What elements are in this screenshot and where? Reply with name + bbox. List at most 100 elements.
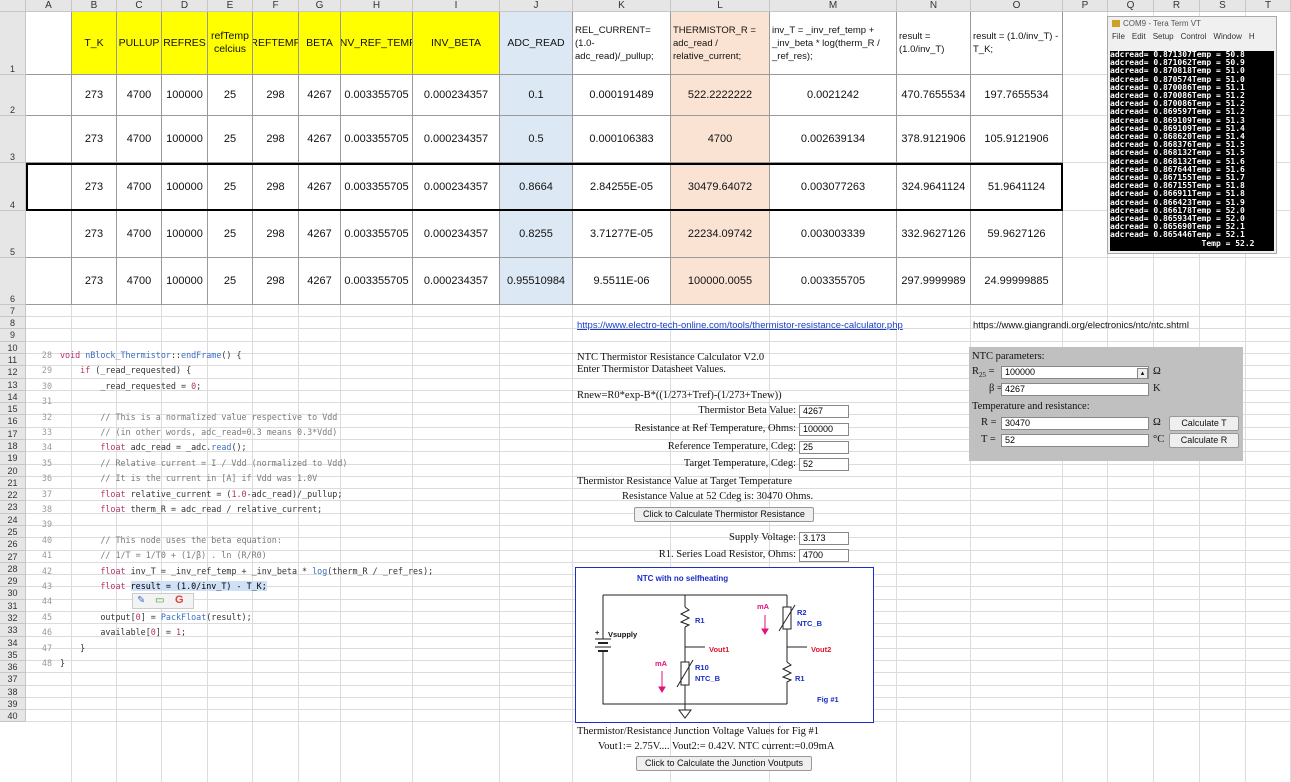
terminal-menu-item[interactable]: Window: [1213, 32, 1242, 41]
row-header-29[interactable]: 29: [0, 575, 26, 587]
table-cell[interactable]: 22234.09742: [671, 211, 770, 258]
table-cell[interactable]: 2.84255E-05: [573, 163, 671, 211]
row-header-31[interactable]: 31: [0, 600, 26, 612]
row-header-26[interactable]: 26: [0, 538, 26, 551]
table-cell[interactable]: 0.000106383: [573, 116, 671, 163]
row-header-39[interactable]: 39: [0, 698, 26, 710]
calculate-r-button[interactable]: Calculate R: [1169, 433, 1239, 448]
table-cell[interactable]: 4267: [299, 75, 341, 116]
table-cell[interactable]: 297.9999989: [897, 258, 971, 305]
column-header-K[interactable]: K: [573, 0, 671, 12]
header-cell[interactable]: THERMISTOR_R = adc_read / relative_curre…: [671, 12, 770, 75]
table-cell[interactable]: 0.003355705: [341, 116, 413, 163]
table-cell[interactable]: 4700: [117, 116, 162, 163]
table-cell[interactable]: 197.7655534: [971, 75, 1063, 116]
teraterm-window[interactable]: COM9 - Tera Term VT File Edit Setup Control…: [1107, 16, 1277, 254]
table-cell[interactable]: 25: [208, 116, 253, 163]
table-cell[interactable]: 4700: [117, 258, 162, 305]
column-header-M[interactable]: M: [770, 0, 897, 12]
terminal-menu-item[interactable]: Edit: [1131, 32, 1146, 41]
column-header-P[interactable]: P: [1063, 0, 1108, 12]
column-header-I[interactable]: I: [413, 0, 500, 12]
column-header-D[interactable]: D: [162, 0, 208, 12]
table-cell[interactable]: 0.000234357: [413, 163, 500, 211]
google-icon[interactable]: G: [175, 594, 184, 606]
table-cell[interactable]: 0.000234357: [413, 116, 500, 163]
row-header-34[interactable]: 34: [0, 637, 26, 649]
empty-cell[interactable]: [26, 75, 72, 116]
table-cell[interactable]: 0.000234357: [413, 258, 500, 305]
row-header-21[interactable]: 21: [0, 477, 26, 489]
r25-spinner-icon[interactable]: ▴: [1137, 368, 1148, 379]
table-cell[interactable]: 0.5: [500, 116, 573, 163]
table-cell[interactable]: 0.000234357: [413, 75, 500, 116]
table-cell[interactable]: 470.7655534: [897, 75, 971, 116]
terminal-titlebar[interactable]: COM9 - Tera Term VT: [1108, 17, 1276, 31]
terminal-menu-item[interactable]: Control: [1180, 32, 1207, 41]
table-cell[interactable]: 4267: [299, 211, 341, 258]
header-cell[interactable]: BETA: [299, 12, 341, 75]
table-cell[interactable]: 324.9641124: [897, 163, 971, 211]
header-cell[interactable]: refTemp celcius: [208, 12, 253, 75]
row-header-18[interactable]: 18: [0, 440, 26, 452]
table-cell[interactable]: 298: [253, 75, 299, 116]
table-cell[interactable]: 100000: [162, 211, 208, 258]
row-header-16[interactable]: 16: [0, 415, 26, 428]
row-header-30[interactable]: 30: [0, 587, 26, 600]
column-header-A[interactable]: A: [26, 0, 72, 12]
table-cell[interactable]: 100000: [162, 163, 208, 211]
table-cell[interactable]: 0.8664: [500, 163, 573, 211]
table-cell[interactable]: 100000: [162, 75, 208, 116]
table-cell[interactable]: 0.003355705: [341, 75, 413, 116]
row-header-37[interactable]: 37: [0, 673, 26, 686]
terminal-menu-item[interactable]: File: [1112, 32, 1125, 41]
table-cell[interactable]: 4700: [117, 75, 162, 116]
target-temp-input[interactable]: 52: [799, 458, 849, 471]
row-header-33[interactable]: 33: [0, 624, 26, 637]
header-cell[interactable]: INV_BETA: [413, 12, 500, 75]
electro-tech-link[interactable]: https://www.electro-tech-online.com/tool…: [577, 320, 903, 331]
row-header-19[interactable]: 19: [0, 452, 26, 465]
header-cell[interactable]: INV_REF_TEMP: [341, 12, 413, 75]
table-cell[interactable]: 0.003355705: [341, 258, 413, 305]
row-header-27[interactable]: 27: [0, 551, 26, 563]
table-cell[interactable]: 298: [253, 116, 299, 163]
beta-input[interactable]: 4267: [799, 405, 849, 418]
column-header-L[interactable]: L: [671, 0, 770, 12]
table-cell[interactable]: 378.9121906: [897, 116, 971, 163]
table-cell[interactable]: 51.9641124: [971, 163, 1063, 211]
column-header-O[interactable]: O: [971, 0, 1063, 12]
table-cell[interactable]: 105.9121906: [971, 116, 1063, 163]
table-cell[interactable]: 0.0021242: [770, 75, 897, 116]
r25-input[interactable]: 100000: [1001, 366, 1149, 379]
row-header-36[interactable]: 36: [0, 661, 26, 673]
series-input[interactable]: 4700: [799, 549, 849, 562]
select-all-corner[interactable]: [0, 0, 26, 12]
row-header-28[interactable]: 28: [0, 563, 26, 575]
calculate-junction-button[interactable]: Click to Calculate the Junction Voutputs: [636, 756, 812, 771]
row-header-22[interactable]: 22: [0, 489, 26, 501]
header-cell[interactable]: REFTEMP: [253, 12, 299, 75]
row-header-9[interactable]: 9: [0, 329, 26, 342]
terminal-menu-item[interactable]: Setup: [1152, 32, 1174, 41]
table-cell[interactable]: 25: [208, 75, 253, 116]
row-header-3[interactable]: 3: [0, 116, 26, 163]
column-header-B[interactable]: B: [72, 0, 117, 12]
row-header-14[interactable]: 14: [0, 391, 26, 403]
table-cell[interactable]: 4700: [117, 211, 162, 258]
header-cell[interactable]: REL_CURRENT= (1.0- adc_read)/_pullup;: [573, 12, 671, 75]
ref-temp-input[interactable]: 25: [799, 441, 849, 454]
table-cell[interactable]: 0.8255: [500, 211, 573, 258]
supply-input[interactable]: 3.173: [799, 532, 849, 545]
ref-res-input[interactable]: 100000: [799, 423, 849, 436]
header-cell[interactable]: result = (1.0/inv_T): [897, 12, 971, 75]
table-cell[interactable]: 25: [208, 211, 253, 258]
r-input[interactable]: 30470: [1001, 417, 1149, 430]
empty-cell[interactable]: [26, 258, 72, 305]
column-header-T[interactable]: T: [1246, 0, 1291, 12]
row-header-11[interactable]: 11: [0, 354, 26, 366]
column-header-S[interactable]: S: [1200, 0, 1246, 12]
row-header-15[interactable]: 15: [0, 403, 26, 415]
table-cell[interactable]: 25: [208, 163, 253, 211]
